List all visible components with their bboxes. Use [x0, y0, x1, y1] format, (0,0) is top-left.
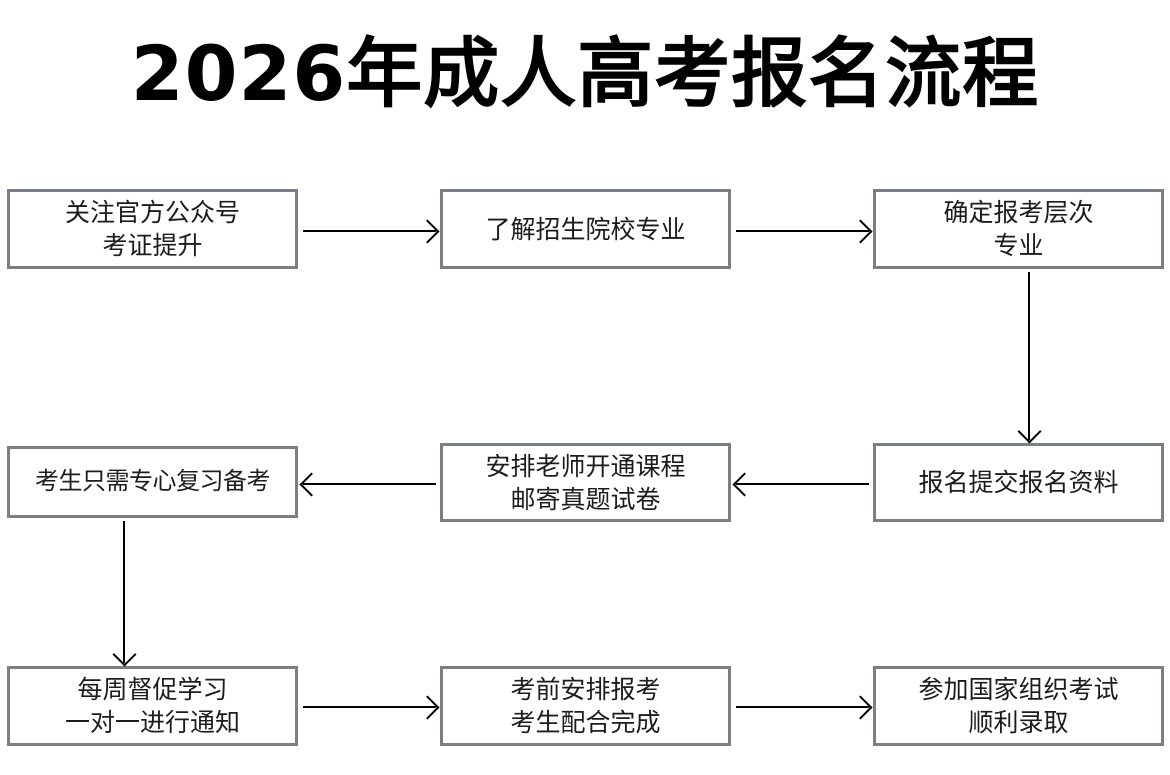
arrowhead-right-icon — [848, 218, 873, 244]
arrow-shaft — [303, 483, 436, 485]
flow-node-line1: 关注官方公众号 — [64, 198, 240, 227]
flow-node-line1: 了解招生院校专业 — [485, 214, 686, 244]
arrowhead-left-icon — [299, 471, 324, 497]
flow-node-line1: 安排老师开通课程 — [485, 451, 686, 481]
arrow-shaft — [303, 706, 436, 708]
arrow-learn-to-confirm — [736, 215, 873, 245]
flow-node-weekly-supervision[interactable]: 每周督促学习 一对一进行通知 — [7, 666, 298, 746]
arrow-shaft — [736, 230, 869, 232]
flow-node-line1: 确定报考层次 — [943, 198, 1094, 227]
flow-node-pre-exam-arrange[interactable]: 考前安排报考 考生配合完成 — [440, 666, 731, 746]
arrow-confirm-to-submit — [1013, 272, 1043, 444]
flow-node-line2: 考生配合完成 — [510, 708, 661, 737]
arrow-shaft — [123, 521, 125, 663]
flow-node-line2: 专业 — [993, 231, 1044, 260]
flow-node-submit-application[interactable]: 报名提交报名资料 — [873, 443, 1164, 522]
flow-node-line2: 顺利录取 — [968, 708, 1069, 737]
arrowhead-down-icon — [1016, 419, 1042, 444]
arrow-shaft — [303, 230, 436, 232]
flow-node-line2: 考证提升 — [102, 231, 203, 260]
arrowhead-right-icon — [415, 694, 440, 720]
arrow-shaft — [736, 706, 869, 708]
arrowhead-left-icon — [732, 471, 757, 497]
page-title: 2026年成人高考报名流程 — [130, 29, 1040, 118]
arrow-focus-to-weekly — [108, 521, 138, 667]
flow-node-confirm-level-major[interactable]: 确定报考层次 专业 — [873, 189, 1164, 269]
arrow-follow-to-learn — [303, 215, 440, 245]
flow-node-line1: 考生只需专心复习备考 — [35, 467, 271, 496]
flow-node-line1: 每周督促学习 — [77, 675, 228, 704]
arrow-weekly-to-preexam — [303, 691, 440, 721]
flow-node-line1: 报名提交报名资料 — [918, 468, 1119, 497]
flow-node-national-exam-admit[interactable]: 参加国家组织考试 顺利录取 — [873, 666, 1164, 746]
flow-node-focus-on-review[interactable]: 考生只需专心复习备考 — [7, 446, 298, 518]
flow-node-line2: 邮寄真题试卷 — [510, 484, 661, 514]
arrowhead-right-icon — [848, 694, 873, 720]
arrow-submit-to-teacher — [732, 468, 869, 498]
arrowhead-down-icon — [111, 642, 137, 667]
arrow-preexam-to-exam — [736, 691, 873, 721]
flow-node-line1: 考前安排报考 — [510, 675, 661, 704]
arrow-teacher-to-focus — [299, 468, 436, 498]
arrowhead-right-icon — [415, 218, 440, 244]
flow-node-line2: 一对一进行通知 — [64, 708, 240, 737]
flow-node-follow-official-account[interactable]: 关注官方公众号 考证提升 — [7, 189, 298, 269]
flow-node-teacher-course-mail[interactable]: 安排老师开通课程 邮寄真题试卷 — [440, 443, 731, 522]
flow-node-line1: 参加国家组织考试 — [918, 675, 1119, 704]
flow-node-learn-schools-majors[interactable]: 了解招生院校专业 — [440, 189, 731, 269]
arrow-shaft — [736, 483, 869, 485]
arrow-shaft — [1028, 272, 1030, 440]
